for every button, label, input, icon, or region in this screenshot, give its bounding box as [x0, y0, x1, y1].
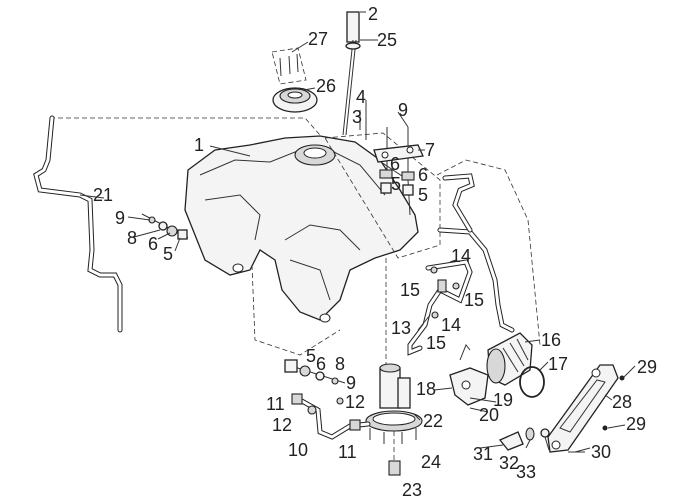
- filler-cap-screws: [271, 47, 307, 85]
- callout-15-left: 15: [400, 280, 421, 300]
- callout-6-top-right: 6: [418, 165, 429, 185]
- callout-25: 25: [377, 30, 398, 50]
- leader-lines: [79, 11, 636, 453]
- callout-12-left: 12: [272, 415, 293, 435]
- seal-ring: [519, 366, 545, 398]
- callout-18: 18: [416, 379, 437, 399]
- callout-13: 13: [391, 318, 412, 338]
- canister-bracket: [449, 344, 497, 413]
- pump-hose: [291, 393, 371, 440]
- callout-21: 21: [93, 185, 114, 205]
- callout-32: 32: [499, 453, 520, 473]
- callout-7: 7: [425, 140, 436, 160]
- callout-22: 22: [423, 411, 444, 431]
- callout-17: 17: [548, 354, 569, 374]
- fuel-tank: [184, 135, 419, 323]
- callout-9-left: 9: [115, 208, 126, 228]
- callout-31: 31: [473, 444, 494, 464]
- callout-5-top-right: 5: [418, 185, 429, 205]
- evap-canister: [486, 332, 533, 386]
- callout-8-bottom: 8: [335, 354, 346, 374]
- callout-15-right: 15: [464, 290, 485, 310]
- callout-29-top: 29: [637, 357, 658, 377]
- callout-6-left: 6: [148, 234, 159, 254]
- callout-1: 1: [194, 135, 205, 155]
- callout-9-bottom: 9: [346, 373, 357, 393]
- callout-3: 3: [352, 107, 363, 127]
- lower-mount-hardware: [284, 359, 346, 385]
- callout-15-bottom: 15: [426, 333, 447, 353]
- callout-26: 26: [316, 76, 337, 96]
- callout-24: 24: [421, 452, 442, 472]
- callout-11-bottom: 11: [338, 442, 357, 462]
- callout-12-right: 12: [345, 392, 366, 412]
- callout-5-top-left: 5: [391, 174, 402, 194]
- callout-8-left: 8: [127, 228, 138, 248]
- fuel-line: [407, 259, 473, 356]
- callout-11-left: 11: [266, 394, 285, 414]
- fuel-pump: [365, 363, 423, 476]
- filler-cap: [272, 87, 318, 113]
- canister-hose: [437, 173, 515, 333]
- callout-19: 19: [493, 390, 514, 410]
- callout-16: 16: [541, 330, 562, 350]
- callout-6-top-left: 6: [390, 154, 401, 174]
- callout-23: 23: [402, 480, 423, 500]
- callout-2: 2: [368, 4, 379, 24]
- callout-33: 33: [516, 462, 537, 482]
- top-bracket-hardware: [359, 110, 424, 196]
- callout-5-bottom: 5: [306, 346, 317, 366]
- callout-20: 20: [479, 405, 500, 425]
- callout-14-top: 14: [451, 246, 472, 266]
- callout-9-top: 9: [398, 100, 409, 120]
- fuel-level-sender-rod: [342, 11, 361, 136]
- vent-hose: [33, 115, 123, 333]
- callout-29-bottom: 29: [626, 414, 647, 434]
- callout-4: 4: [356, 87, 367, 107]
- mount-clip: [498, 427, 550, 451]
- callout-6-bottom: 6: [316, 354, 327, 374]
- callout-27: 27: [308, 29, 329, 49]
- callout-10: 10: [288, 440, 309, 460]
- callout-14-bottom: 14: [441, 315, 462, 335]
- callout-5-left: 5: [163, 244, 174, 264]
- callout-28: 28: [612, 392, 633, 412]
- callout-30: 30: [591, 442, 612, 462]
